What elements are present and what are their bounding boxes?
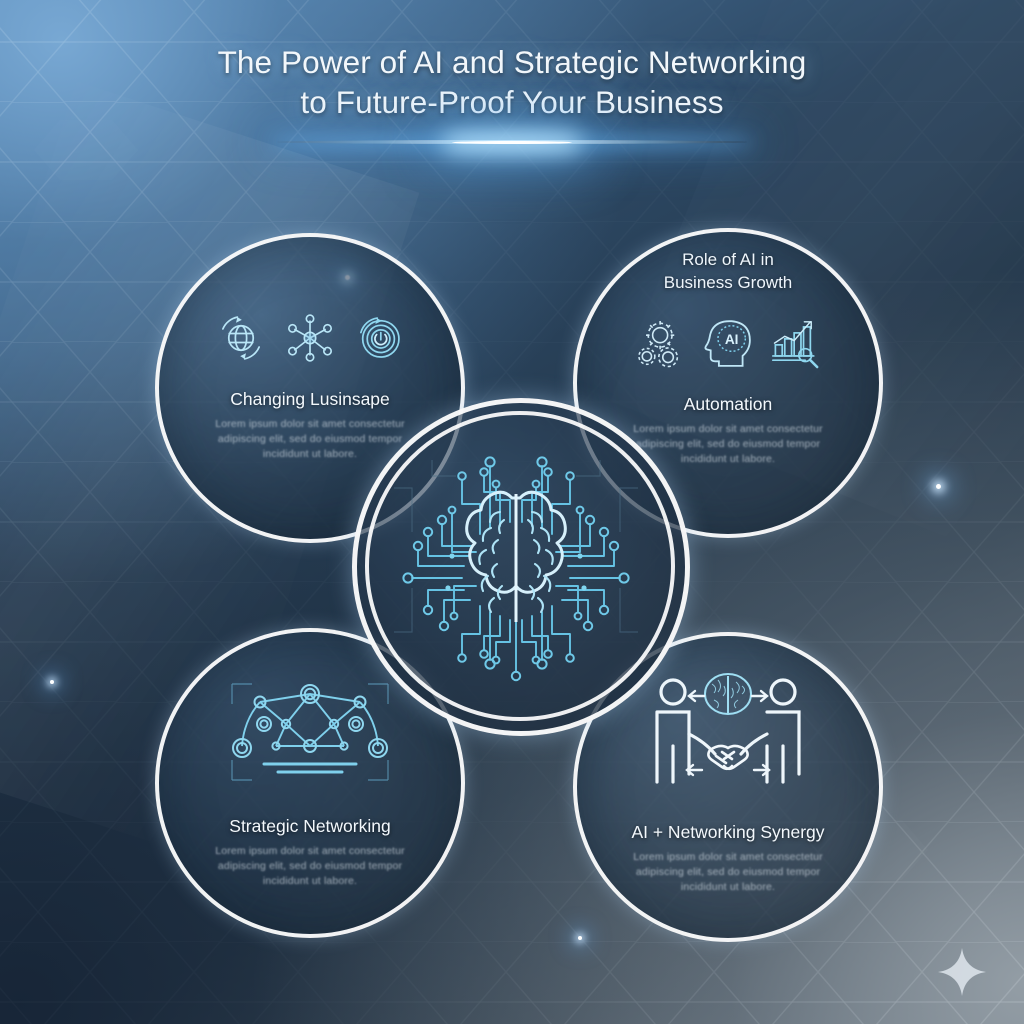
target-power-icon	[360, 317, 400, 358]
bubble-heading: Strategic Networking	[229, 816, 391, 836]
growth-chart-magnifier-icon	[771, 321, 819, 369]
bubble-body: Lorem ipsum dolor sit amet consectetur a…	[633, 851, 823, 893]
title-divider-core	[452, 140, 572, 144]
bubble-body: Lorem ipsum dolor sit amet consectetur a…	[215, 418, 405, 460]
network-hub-icon	[287, 314, 333, 362]
bubble-body: Lorem ipsum dolor sit amet consectetur a…	[633, 423, 823, 465]
point-light	[50, 680, 54, 684]
bubble-heading: Automation	[683, 394, 773, 414]
globe-rotation-icon	[222, 316, 260, 360]
bubble-heading: AI + Networking Synergy	[631, 822, 825, 842]
bubble-heading: Changing Lusinsape	[230, 389, 390, 409]
svg-text:AI: AI	[725, 332, 739, 347]
page-title-line1: The Power of AI and Strategic Networking	[217, 44, 807, 80]
four-point-star-icon	[938, 948, 986, 996]
ai-brain-circuit-icon	[394, 456, 638, 682]
bubble-overline-line2: Business Growth	[663, 273, 793, 292]
handshake-brain-icon	[655, 673, 801, 784]
icon-row-changing-landscape	[212, 309, 408, 367]
icon-row-role-of-ai: AI	[631, 312, 825, 376]
point-light	[936, 484, 941, 489]
bubble-overline-line1: Role of AI in	[682, 250, 774, 269]
bubble-body: Lorem ipsum dolor sit amet consectetur a…	[215, 845, 405, 887]
page-title-line2: to Future-Proof Your Business	[300, 84, 724, 120]
icon-row-ai-networking-synergy	[640, 672, 816, 800]
center-ring-inner	[365, 411, 675, 721]
ai-head-icon: AI	[704, 320, 751, 367]
header: The Power of AI and Strategic Networking…	[0, 42, 1024, 122]
icon-row-strategic-networking	[224, 680, 396, 784]
gears-icon	[638, 321, 679, 368]
network-graph-icon	[231, 683, 389, 781]
